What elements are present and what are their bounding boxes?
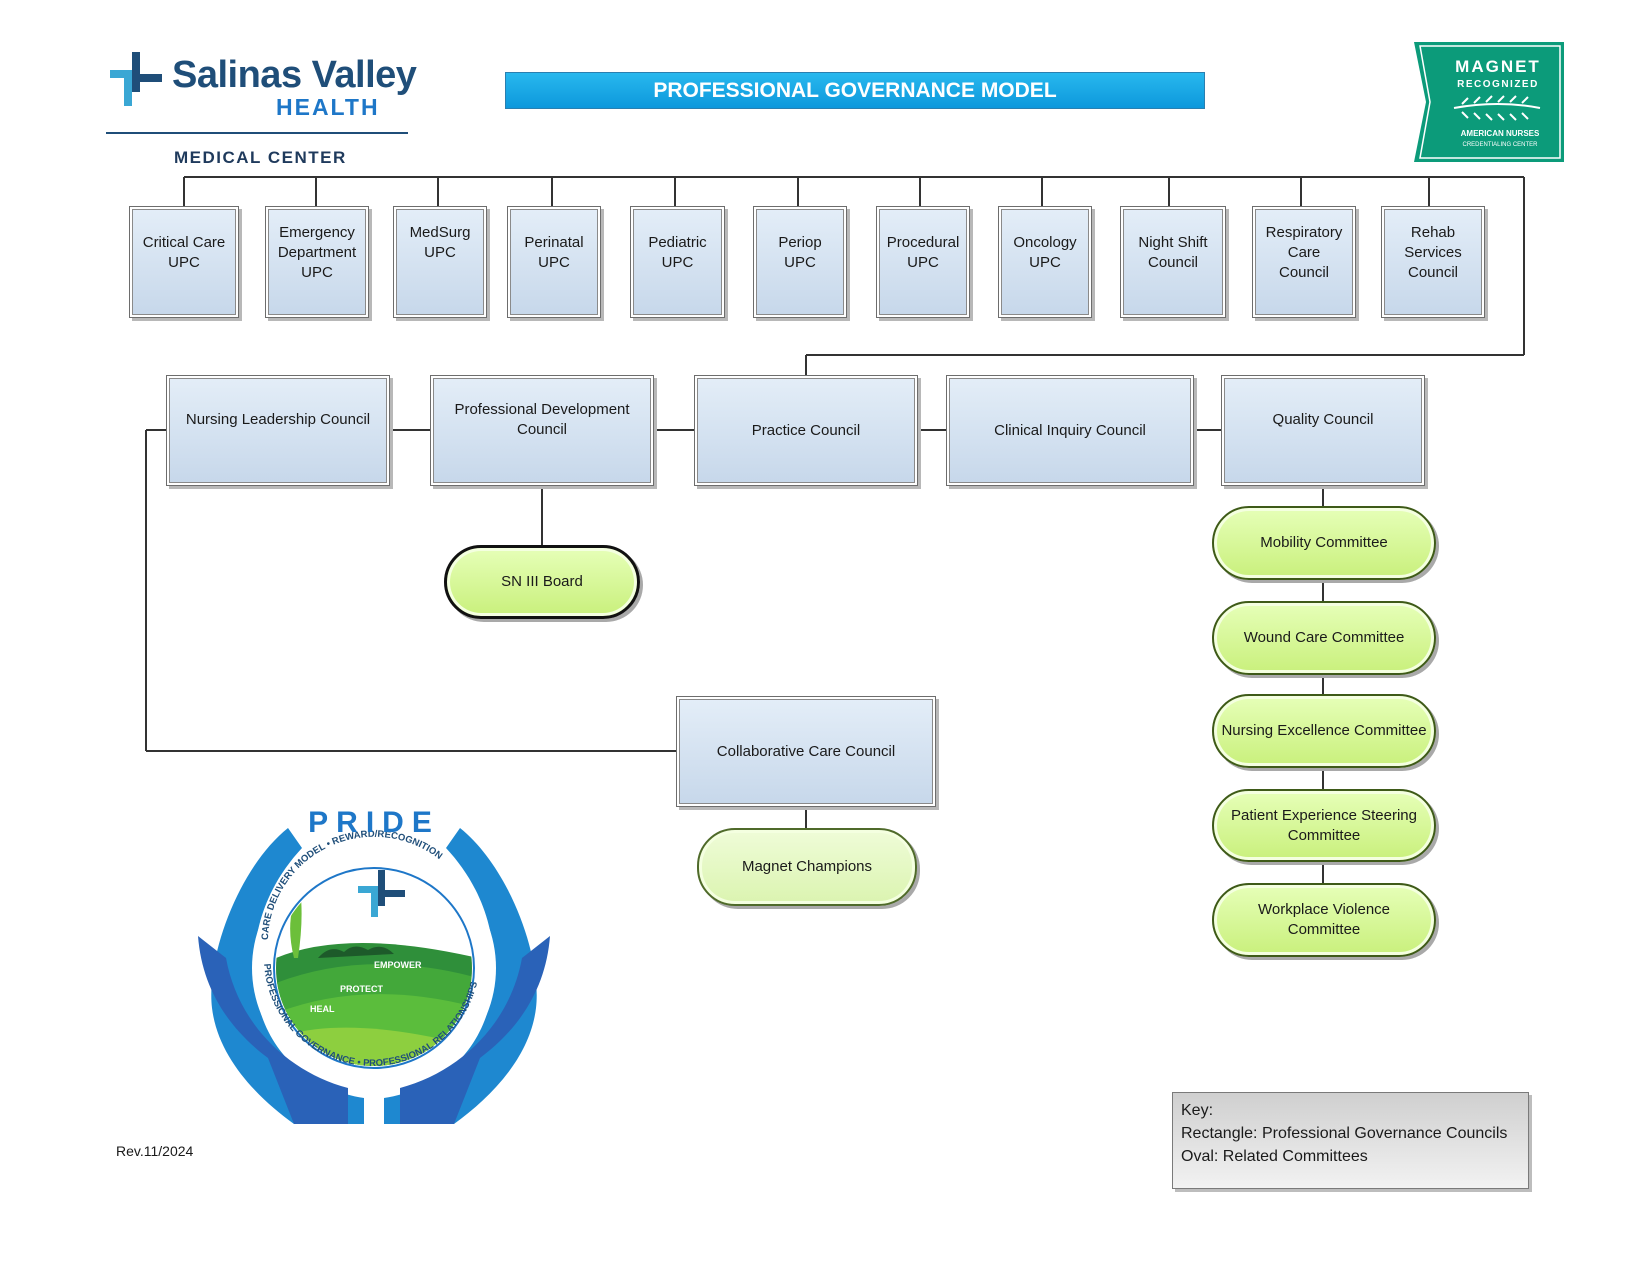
unit-council-night-shift: Night Shift Council	[1120, 206, 1226, 318]
org-name: Salinas Valley	[172, 54, 417, 96]
council-label: Nursing Leadership Council	[185, 411, 371, 428]
unit-council-periop: Periop UPC	[753, 206, 847, 318]
council-label: Professional Development Council	[454, 401, 630, 438]
unit-council-critical-care: Critical Care UPC	[129, 206, 239, 318]
band-teach: TEACH	[406, 936, 437, 946]
committee-label: Workplace Violence Committee	[1257, 901, 1391, 938]
unit-council-label: Procedural UPC	[886, 234, 960, 271]
cross-icon	[358, 870, 405, 917]
unit-council-label: Periop UPC	[778, 234, 822, 271]
badge-recognized-text: RECOGNIZED	[1457, 79, 1539, 90]
committee-sn3-board: SN III Board	[444, 545, 640, 619]
committee-wound-care: Wound Care Committee	[1212, 601, 1436, 675]
unit-council-oncology: Oncology UPC	[998, 206, 1092, 318]
council-nursing-leadership: Nursing Leadership Council	[166, 375, 390, 486]
band-empower: EMPOWER	[374, 960, 422, 970]
council-collaborative-care: Collaborative Care Council	[676, 696, 936, 807]
magnet-badge: MAGNET RECOGNIZED AMERICAN NURSES CREDEN…	[1414, 42, 1564, 162]
committee-label: Nursing Excellence Committee	[1221, 722, 1427, 739]
council-clinical-inquiry: Clinical Inquiry Council	[946, 375, 1194, 486]
unit-council-label: Night Shift Council	[1138, 234, 1208, 271]
page-title: PROFESSIONAL GOVERNANCE MODEL	[505, 72, 1205, 109]
council-label: Practice Council	[751, 421, 861, 439]
unit-council-label: Respiratory Care Council	[1265, 224, 1343, 281]
salinas-valley-logo: Salinas Valley HEALTH MEDICAL CENTER	[106, 48, 418, 168]
council-practice: Practice Council	[694, 375, 918, 486]
unit-council-emergency: Emergency Department UPC	[265, 206, 369, 318]
laurel-icon	[1453, 95, 1541, 121]
committee-label: Magnet Champions	[741, 858, 873, 875]
badge-cc-text: CREDENTIALING CENTER	[1462, 142, 1538, 148]
hands-icon	[198, 828, 550, 1124]
council-label: Quality Council	[1272, 411, 1374, 428]
committee-magnet-champions: Magnet Champions	[697, 828, 917, 906]
org-health: HEALTH	[276, 94, 380, 120]
council-professional-development: Professional Development Council	[430, 375, 654, 486]
committee-label: Mobility Committee	[1260, 534, 1388, 551]
band-heal: HEAL	[310, 1004, 335, 1014]
committee-patient-experience: Patient Experience Steering Committee	[1212, 789, 1436, 862]
committee-workplace-violence: Workplace Violence Committee	[1212, 883, 1436, 957]
unit-council-label: Oncology UPC	[1013, 234, 1077, 271]
unit-council-label: Pediatric UPC	[648, 234, 707, 271]
unit-council-medsurg: MedSurg UPC	[393, 206, 487, 318]
committee-label: Patient Experience Steering Committee	[1231, 806, 1417, 844]
badge-magnet-text: MAGNET	[1455, 57, 1541, 76]
unit-council-label: Perinatal UPC	[524, 234, 584, 271]
unit-council-perinatal: Perinatal UPC	[507, 206, 601, 318]
logo-divider	[106, 132, 408, 134]
committee-nursing-excellence: Nursing Excellence Committee	[1212, 694, 1436, 768]
unit-council-rehab: Rehab Services Council	[1381, 206, 1485, 318]
unit-council-pediatric: Pediatric UPC	[630, 206, 725, 318]
legend-title: Key:	[1181, 1102, 1214, 1119]
unit-council-label: MedSurg UPC	[409, 224, 471, 261]
pride-logo: CARE DELIVERY MODEL • REWARD/RECOGNITION…	[198, 806, 550, 1124]
badge-ana-text: AMERICAN NURSES	[1461, 129, 1540, 138]
legend-rectangle: Rectangle: Professional Governance Counc…	[1181, 1125, 1508, 1142]
committee-label: Wound Care Committee	[1243, 629, 1405, 646]
pride-title: PRIDE	[308, 808, 440, 839]
unit-council-label: Rehab Services Council	[1404, 224, 1462, 281]
unit-council-label: Emergency Department UPC	[277, 224, 357, 281]
unit-council-label: Critical Care UPC	[142, 234, 226, 271]
legend-key: Key: Rectangle: Professional Governance …	[1172, 1092, 1529, 1189]
unit-council-procedural: Procedural UPC	[876, 206, 970, 318]
unit-council-respiratory: Respiratory Care Council	[1252, 206, 1356, 318]
org-subtitle: MEDICAL CENTER	[174, 148, 347, 167]
committee-mobility: Mobility Committee	[1212, 506, 1436, 580]
cross-logo-icon	[110, 52, 162, 106]
council-quality: Quality Council	[1221, 375, 1425, 486]
committee-label: SN III Board	[501, 573, 583, 590]
legend-oval: Oval: Related Committees	[1181, 1148, 1368, 1165]
band-protect: PROTECT	[340, 984, 384, 994]
council-label: Clinical Inquiry Council	[994, 421, 1146, 439]
revision-date: Rev.11/2024	[116, 1143, 194, 1159]
council-label: Collaborative Care Council	[716, 742, 896, 760]
